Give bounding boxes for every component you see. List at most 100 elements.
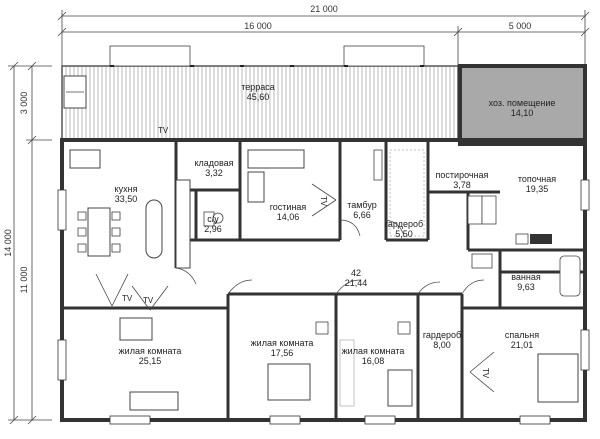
- terrace-steps-right: [343, 45, 425, 67]
- dim-left-section: 16 000: [244, 21, 272, 31]
- room-area: 6,66: [353, 210, 371, 220]
- room-area: 17,56: [270, 348, 294, 358]
- utility-room-block: [458, 64, 587, 146]
- bathtub: [559, 255, 581, 297]
- room1-desk: [119, 317, 153, 341]
- tv-cone-kitchen: [95, 273, 129, 307]
- room-name: 42: [350, 268, 361, 278]
- room-name: ванная: [511, 272, 541, 282]
- tv-label-kitchen: TV: [122, 294, 133, 303]
- door-swings: [175, 219, 485, 295]
- bedroom-bed: [537, 353, 579, 403]
- room-area: 45,60: [246, 92, 270, 102]
- room2-bed: [267, 363, 311, 401]
- room-name: жилая комната: [341, 346, 405, 356]
- room-area: 8,00: [433, 340, 451, 350]
- room3-wardrobe: [339, 339, 355, 407]
- laundry-dryer: [481, 195, 497, 225]
- room3-bed: [387, 369, 413, 407]
- room1-sofa: [129, 391, 179, 411]
- dim-total-height: 14 000: [3, 229, 13, 257]
- bath-sink: [471, 253, 493, 269]
- room-area: 2,96: [204, 224, 222, 234]
- room-area: 16,08: [361, 356, 385, 366]
- outer-walls: [60, 138, 587, 422]
- dim-terrace-depth: 3 000: [19, 91, 29, 115]
- room3-nightstand: [397, 321, 411, 335]
- room-area: 5,50: [395, 229, 413, 239]
- room-name: с/у: [207, 214, 219, 224]
- tv-cone-bedroom: [469, 351, 495, 393]
- dimension-lines: [8, 10, 590, 425]
- room-area: 21,01: [510, 340, 534, 350]
- room-name: жилая комната: [250, 338, 314, 348]
- terrace-deck: [61, 65, 459, 141]
- dim-total-width: 21 000: [310, 4, 338, 14]
- tv-label-terrace: TV: [158, 126, 169, 135]
- living-sofa: [247, 149, 305, 169]
- room-name: гардероб: [422, 330, 462, 340]
- dining-chairs: [77, 211, 121, 253]
- room-name: топочная: [517, 174, 557, 184]
- windows: [57, 179, 590, 425]
- boiler-unit: [530, 234, 552, 244]
- room-area: 21,44: [344, 278, 368, 288]
- room-name: гардероб: [384, 219, 424, 229]
- room-area: 3,78: [453, 180, 471, 190]
- dim-right-section: 5 000: [508, 21, 532, 31]
- wc-sink: [212, 212, 224, 224]
- tv-label-room1: TV: [143, 296, 154, 305]
- room-area: 9,63: [517, 282, 535, 292]
- room-area: 14,10: [510, 108, 534, 118]
- interior-walls: [62, 142, 585, 420]
- room-area: 19,35: [525, 184, 549, 194]
- room-area: 14,06: [276, 212, 300, 222]
- room-name: терраса: [241, 82, 275, 92]
- room-name: спальня: [504, 330, 540, 340]
- tv-cone-living: [311, 183, 337, 217]
- room-name: кухня: [114, 184, 138, 194]
- tv-label-bedroom: TV: [481, 368, 490, 379]
- kitchen-island: [145, 199, 163, 259]
- terrace-steps-left: [109, 45, 191, 67]
- room-area: 33,50: [114, 194, 138, 204]
- room-name: постирочная: [435, 170, 489, 180]
- room-name: хоз. помещение: [488, 98, 556, 108]
- kitchen-sofa: [69, 149, 101, 169]
- dining-table: [87, 207, 111, 257]
- laundry-machine: [467, 195, 483, 225]
- room2-nightstand: [315, 321, 329, 335]
- wardrobe1-racks: [389, 149, 425, 237]
- room-area: 3,32: [205, 168, 223, 178]
- room-name: кладовая: [194, 158, 234, 168]
- living-armchair: [247, 171, 265, 203]
- dim-house-depth: 11 000: [19, 266, 29, 294]
- room-name: гостиная: [269, 202, 307, 212]
- room-name: жилая комната: [118, 346, 182, 356]
- kitchen-counter: [175, 179, 191, 269]
- tv-label-living: TV: [319, 196, 328, 207]
- tv-cone-room1: [131, 285, 169, 311]
- room-area: 25,15: [138, 356, 162, 366]
- room-name: тамбур: [347, 200, 377, 210]
- vestibule-bench: [373, 149, 383, 181]
